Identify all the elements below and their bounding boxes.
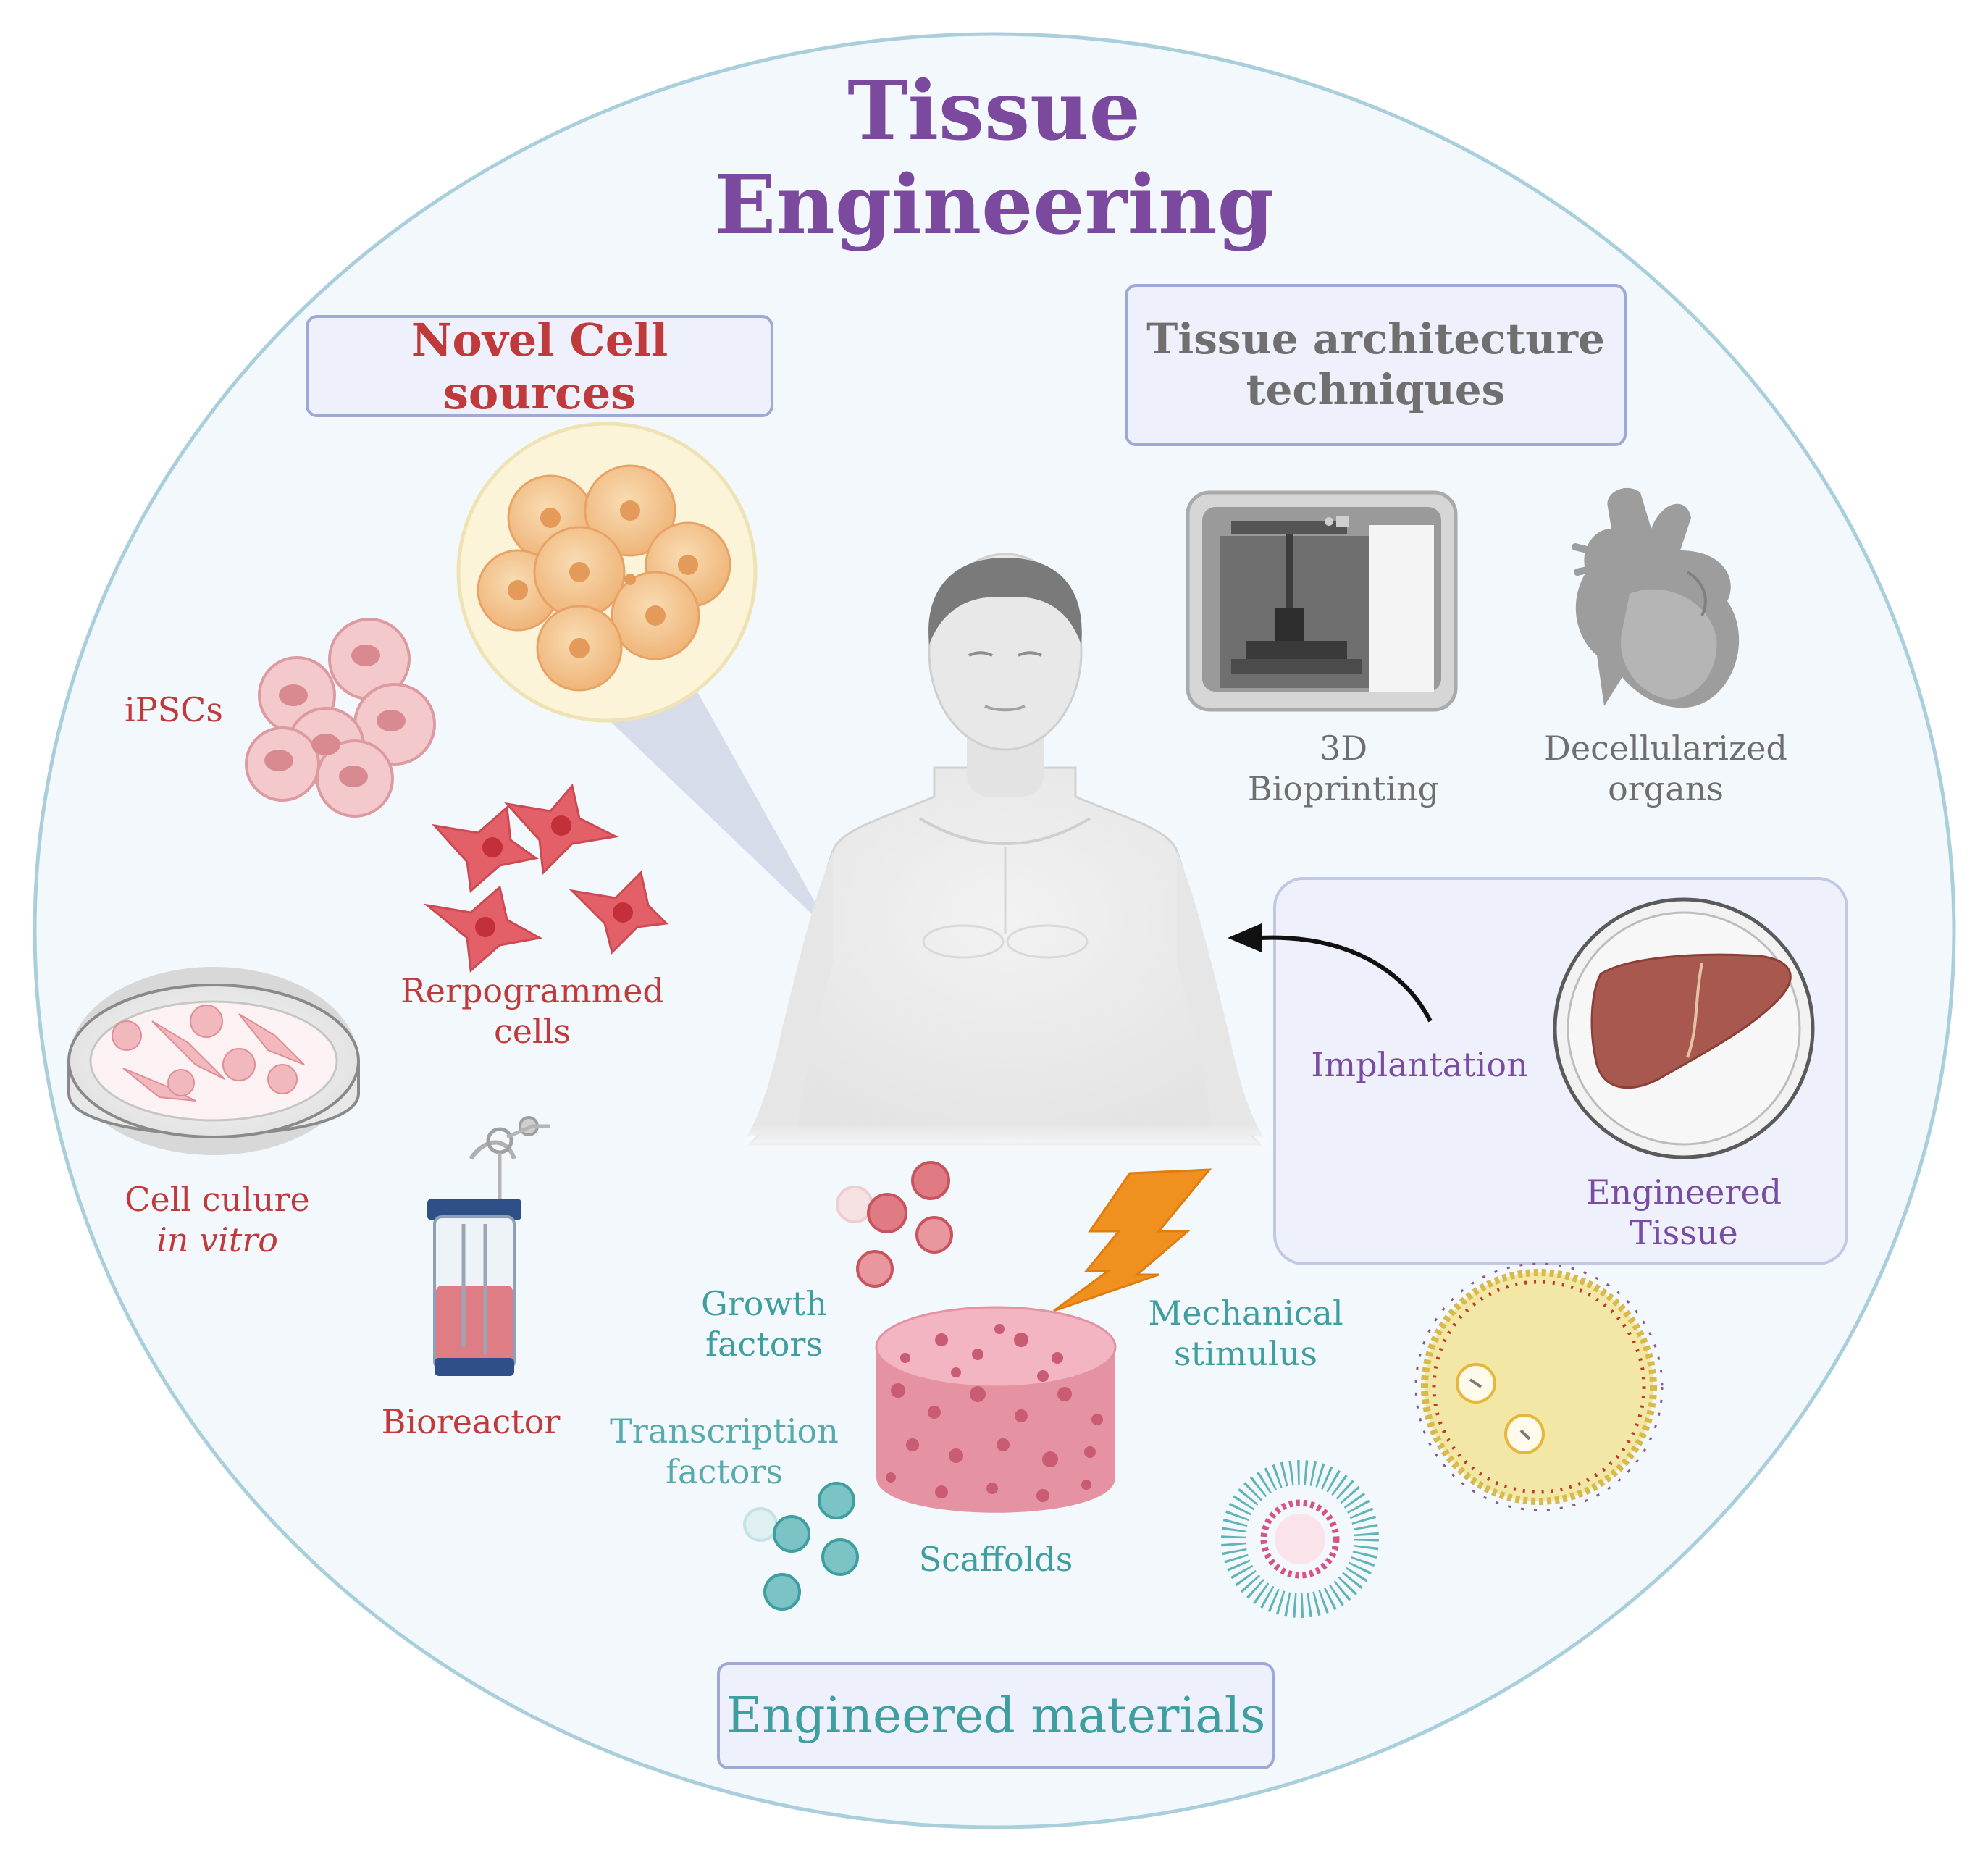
mechanical-stimulus-label-line1: Mechanical [1148,1293,1343,1333]
transcription-factors-label: Transcription factors [594,1411,855,1492]
human-body-icon [746,553,1267,1152]
novel-cell-sources-heading: Novel Cell sources [411,313,668,419]
growth-factor-molecules-icon [836,1161,953,1288]
engineered-materials-heading: Engineered materials [726,1687,1266,1745]
diagram-title-line2: Engineering [714,158,1274,253]
3d-bioprinting-label-line1: 3D [1319,729,1368,768]
reprogrammed-cells-label-line1: Rerpogrammed [400,971,664,1010]
engineered-tissue-label-line1: Engineered [1585,1173,1782,1212]
decellularized-organs-label-line2: organs [1608,769,1724,809]
bioreactor-icon [427,1116,550,1376]
3d-bioprinting-label: 3D Bioprinting [1195,728,1492,809]
implantation-label: Implantation [1311,1045,1528,1084]
cell-culture-label: Cell culure in vitro [101,1179,333,1260]
decellularized-organs-label-line1: Decellularized [1544,729,1787,768]
liposome-icon [1414,1262,1664,1511]
petri-dish-icon [67,967,360,1155]
transcription-factors-label-line1: Transcription [610,1412,839,1451]
micelle-icon [1221,1460,1379,1618]
heart-organ-icon [1572,487,1740,708]
tissue-architecture-heading-line1: Tissue architecture [1146,314,1605,364]
engineered-tissue-label: Engineered Tissue [1543,1172,1825,1253]
reprogrammed-cells-icon [423,783,669,973]
decellularized-organs-label: Decellularized organs [1506,728,1825,809]
ipscs-label: iPSCs [125,690,223,729]
novel-cell-sources-box: Novel Cell sources [306,313,773,419]
bioreactor-label: Bioreactor [381,1402,561,1441]
cell-culture-label-line1: Cell culure [125,1180,310,1219]
diagram-title-line1: Tissue [847,64,1141,159]
3d-bioprinting-label-line2: Bioprinting [1247,769,1440,809]
growth-factors-label-line2: factors [705,1325,823,1364]
cell-culture-label-line2: in vitro [156,1220,278,1260]
reprogrammed-cells-label-line2: cells [493,1012,571,1052]
transcription-factor-molecules-icon [743,1482,859,1611]
reprogrammed-cells-label: Rerpogrammed cells [380,970,684,1052]
liver-tissue-icon [1553,897,1815,1159]
transcription-factors-label-line2: factors [666,1452,783,1492]
3d-bioprinter-icon [1186,490,1458,712]
engineered-tissue-label-line2: Tissue [1630,1213,1738,1253]
porous-scaffold-icon [875,1306,1117,1513]
mechanical-stimulus-label-line2: stimulus [1174,1334,1317,1374]
growth-factors-label: Growth factors [652,1283,876,1364]
tissue-architecture-box: Tissue architecture techniques [1125,284,1627,446]
stem-cell-cluster-icon [456,422,758,723]
arrow-icon [1228,923,1433,1023]
tissue-architecture-heading-line2: techniques [1246,365,1506,414]
ipsc-cells-icon [245,618,436,818]
lightning-bolt-icon [1053,1168,1212,1312]
scaffolds-label: Scaffolds [918,1540,1073,1579]
growth-factors-label-line1: Growth [701,1284,827,1323]
mechanical-stimulus-label: Mechanical stimulus [1133,1293,1358,1374]
engineered-materials-box: Engineered materials [717,1662,1275,1769]
